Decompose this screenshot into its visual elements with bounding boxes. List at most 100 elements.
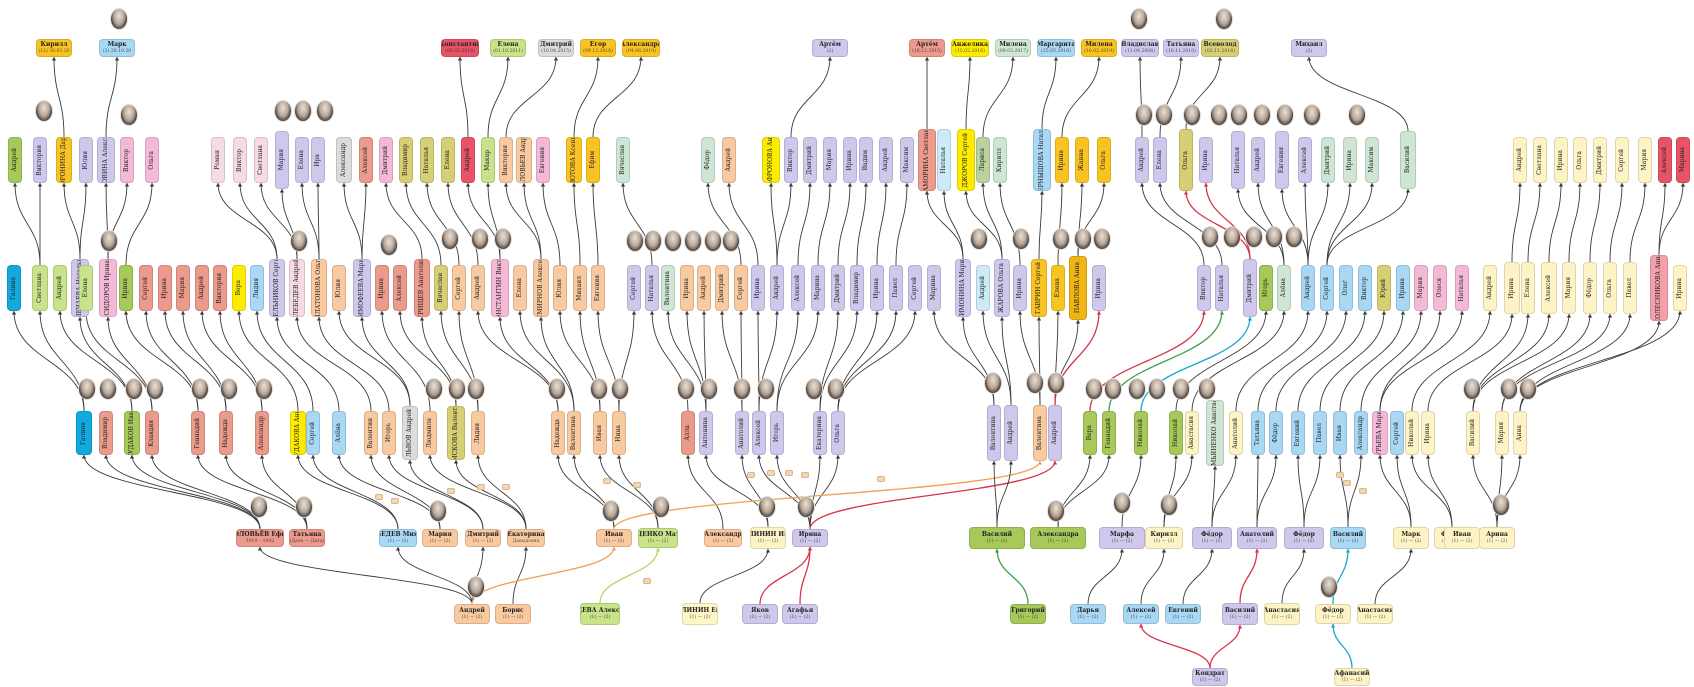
person-card-g0g[interactable]: Александра(04.06.2019) <box>622 39 660 57</box>
person-card-g3_30[interactable]: Валентина <box>1033 405 1047 461</box>
portrait-photo-icon[interactable] <box>1201 226 1219 248</box>
person-card-g2_15[interactable]: МЕЛЬНИКОВ Сергей <box>269 259 285 317</box>
portrait-photo-icon[interactable] <box>494 228 512 250</box>
person-card-g3_36[interactable]: Анастасия <box>1185 411 1199 455</box>
person-card-g0l[interactable]: Маргарита(25.05.2018) <box>1037 39 1075 57</box>
person-card-g2_39[interactable]: Ирина <box>751 265 765 311</box>
portrait-photo-icon[interactable] <box>664 230 682 252</box>
person-card-g2_23[interactable]: Вячеслав <box>434 265 448 311</box>
person-card-g1_33[interactable]: Мария <box>823 137 837 183</box>
portrait-photo-icon[interactable] <box>1026 372 1044 394</box>
portrait-photo-icon[interactable] <box>1253 104 1271 126</box>
portrait-photo-icon[interactable] <box>626 230 644 252</box>
person-card-g2_50[interactable]: Андрей <box>976 265 990 311</box>
portrait-photo-icon[interactable] <box>1265 226 1283 248</box>
portrait-photo-icon[interactable] <box>191 378 209 400</box>
person-card-g0k[interactable]: Милена(09.03.2017) <box>995 39 1031 57</box>
portrait-photo-icon[interactable] <box>611 378 629 400</box>
person-card-g4_11[interactable]: Ирина(1) — (2) <box>792 529 828 547</box>
person-card-g3_40[interactable]: Фёдор <box>1269 411 1283 455</box>
person-card-g2_37[interactable]: Дмитрий <box>715 265 729 311</box>
portrait-photo-icon[interactable] <box>1198 378 1216 400</box>
portrait-photo-icon[interactable] <box>984 372 1002 394</box>
person-card-g2_71[interactable]: Андрей <box>1483 265 1497 311</box>
portrait-photo-icon[interactable] <box>1303 104 1321 126</box>
portrait-photo-icon[interactable] <box>441 228 459 250</box>
portrait-photo-icon[interactable] <box>1130 8 1148 30</box>
portrait-photo-icon[interactable] <box>125 378 143 400</box>
person-card-g3_34[interactable]: Николай <box>1134 411 1148 455</box>
person-card-g3_20[interactable]: Нина <box>612 411 626 455</box>
person-card-g3_08[interactable]: СУДАКОВА Анна <box>290 411 306 455</box>
portrait-photo-icon[interactable] <box>1085 378 1103 400</box>
person-card-g0b[interactable]: Марк(2) 20.10.20 <box>99 39 135 57</box>
person-card-g3_27[interactable]: Ольга <box>831 411 845 455</box>
person-card-g2_70[interactable]: Наталья <box>1455 265 1469 311</box>
person-card-g2_31[interactable]: Евгения <box>591 265 605 311</box>
portrait-photo-icon[interactable] <box>250 496 268 518</box>
person-card-g2_58[interactable]: Наталья <box>1215 265 1229 311</box>
person-card-g4_08[interactable]: ГРИЩЕНКО Матрёна(1) — (2) <box>638 528 678 548</box>
person-card-g1_47[interactable]: Андрей <box>1135 137 1149 183</box>
person-card-g1_58[interactable]: Василий <box>1400 131 1416 189</box>
person-card-g2_25[interactable]: Андрей <box>471 265 485 311</box>
person-card-g2_65[interactable]: Виктор <box>1358 265 1372 311</box>
person-card-g2_10[interactable]: Мария <box>176 265 190 311</box>
person-card-g2_68[interactable]: Мария <box>1414 265 1428 311</box>
person-card-g3_18[interactable]: Валентина <box>567 411 581 455</box>
portrait-photo-icon[interactable] <box>1223 226 1241 248</box>
person-card-g1_26[interactable]: Ефим <box>586 137 600 183</box>
person-card-g4_03[interactable]: ЛЕБЕДЕВ Михаил(1) — (2) <box>379 529 417 547</box>
person-card-g0a[interactable]: Кирилл(12) 30.03.20 <box>36 39 72 57</box>
person-card-g3_17[interactable]: Надежда <box>551 411 565 455</box>
portrait-photo-icon[interactable] <box>722 230 740 252</box>
person-card-g2_21[interactable]: Алексей <box>393 265 407 311</box>
person-card-g5_10[interactable]: Евгений(1) — (2) <box>1165 604 1201 624</box>
portrait-photo-icon[interactable] <box>652 496 670 518</box>
person-card-g3_07[interactable]: Александр <box>255 411 269 455</box>
portrait-photo-icon[interactable] <box>684 230 702 252</box>
person-card-g1_30[interactable]: САФРОНОВА Анна <box>762 137 780 183</box>
person-card-g4_01[interactable]: СОЛОВЬЁВ Ефим1910 – 1942 <box>236 529 284 547</box>
person-card-g5_01[interactable]: Андрей(1) — (2) <box>454 604 490 624</box>
person-card-g3_29[interactable]: Андрей <box>1004 405 1018 461</box>
portrait-photo-icon[interactable] <box>1148 378 1166 400</box>
person-card-g3_26[interactable]: Екатерина <box>813 411 827 455</box>
person-card-g2_76[interactable]: Фёдор <box>1583 262 1597 314</box>
person-card-g4_22[interactable]: Иван(1) — (2) <box>1444 527 1480 549</box>
person-card-g1_10[interactable]: Светлана <box>254 137 268 183</box>
person-card-g2_63[interactable]: Сергей <box>1320 265 1334 311</box>
portrait-photo-icon[interactable] <box>467 378 485 400</box>
person-card-g1_36[interactable]: Андрей <box>879 137 893 183</box>
person-card-g2_27[interactable]: Елена <box>513 265 527 311</box>
person-card-g2_66[interactable]: Юрий <box>1377 265 1391 311</box>
person-card-g4_10[interactable]: ЗЕЛИНИН Иван(1) — (2) <box>750 527 786 549</box>
person-card-g1_66[interactable]: Алексей <box>1658 137 1672 183</box>
person-card-g1_03[interactable]: ВОРОНИНА Дарья <box>56 137 72 183</box>
portrait-photo-icon[interactable] <box>797 496 815 518</box>
person-card-g2_43[interactable]: Дмитрий <box>831 265 845 311</box>
person-card-g1_08[interactable]: Роман <box>211 137 225 183</box>
portrait-photo-icon[interactable] <box>704 230 722 252</box>
person-card-g1_61[interactable]: Ирина <box>1554 137 1568 183</box>
person-card-g1_14[interactable]: Александр <box>336 137 352 183</box>
person-card-g2_18[interactable]: Юлия <box>332 265 346 311</box>
portrait-photo-icon[interactable] <box>1519 378 1537 400</box>
person-card-g3_06[interactable]: Надежда <box>219 411 233 455</box>
person-card-g2_48[interactable]: Марина <box>927 265 941 311</box>
person-card-g2_46[interactable]: Павел <box>889 265 903 311</box>
person-card-g1_57[interactable]: Максим <box>1365 137 1379 183</box>
portrait-photo-icon[interactable] <box>1135 104 1153 126</box>
person-card-g1_29[interactable]: Андрей <box>722 137 736 183</box>
person-card-g1_11[interactable]: Мария <box>275 131 289 189</box>
person-card-g1_07[interactable]: Ольга <box>145 137 159 183</box>
portrait-photo-icon[interactable] <box>78 378 96 400</box>
person-card-g2_53[interactable]: ГАВРИН Сергей <box>1031 259 1047 317</box>
person-card-g2_75[interactable]: Мария <box>1562 262 1576 314</box>
person-card-g2_28[interactable]: СМИРНОВ Алексей <box>533 259 549 317</box>
person-card-g2_11[interactable]: Андрей <box>195 265 209 311</box>
person-card-g1_06[interactable]: Виктор <box>120 137 134 183</box>
portrait-photo-icon[interactable] <box>548 378 566 400</box>
portrait-photo-icon[interactable] <box>429 500 447 522</box>
person-card-g1_21[interactable]: Макар <box>481 137 495 183</box>
